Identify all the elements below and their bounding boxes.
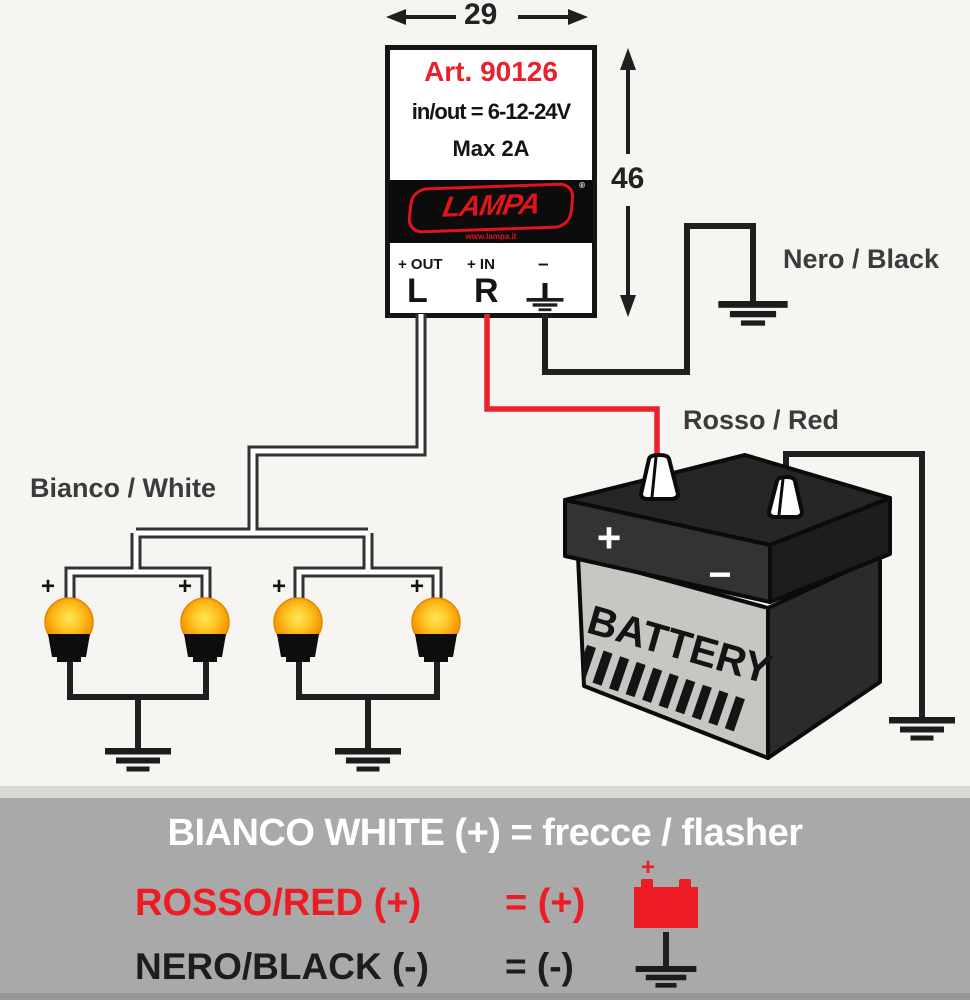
dimension-width-value: 29 (464, 0, 498, 31)
battery-body-front (576, 554, 770, 760)
terminal-detail (650, 456, 658, 498)
battery-illustration (563, 453, 892, 760)
ground-icon (889, 717, 955, 741)
bulb4-plus: + (410, 573, 425, 600)
bulb3-plus: + (272, 573, 287, 600)
battery-plus-symbol: + (597, 514, 622, 561)
legend-divider (0, 786, 970, 798)
terminal-letter-R: R (474, 272, 499, 310)
terminal-letter-L: L (407, 272, 428, 310)
dimension-height-value: 46 (611, 162, 645, 195)
red-wire-label: Rosso / Red (683, 405, 840, 435)
bulb-icon (44, 597, 94, 662)
legend-line-red: ROSSO/RED (+) (135, 882, 422, 924)
battery-lid-right (768, 496, 892, 604)
lampa-logo: LAMPA (406, 182, 576, 234)
registered-mark: ® (579, 181, 585, 190)
battery-lid-front (563, 498, 772, 604)
bulb2-plus: + (178, 573, 193, 600)
ground-icon (718, 301, 788, 326)
lampa-url: www.lampa.it (465, 232, 517, 241)
bulb-icon (180, 597, 230, 662)
battery-terminal-positive (639, 453, 680, 501)
ground-icon (335, 748, 401, 772)
legend-line-black: NERO/BLACK (-) (135, 946, 429, 987)
battery-stripes (578, 644, 745, 732)
terminal-detail (777, 478, 785, 516)
legend-line-white: BIANCO WHITE (+) = frecce / flasher (167, 812, 804, 854)
module-max-current: Max 2A (452, 136, 530, 161)
terminal-out-label: + OUT (398, 256, 443, 273)
terminal-minus-label: – (538, 254, 549, 275)
battery-body-right (766, 554, 882, 760)
module-voltage-spec: in/out = 6-12-24V (411, 99, 571, 124)
legend-panel: BIANCO WHITE (+) = frecce / flasher ROSS… (0, 798, 970, 1000)
battery-label: BATTERY (583, 596, 777, 692)
black-wire-label: Nero / Black (783, 244, 940, 274)
terminal-in-label: + IN (467, 256, 495, 273)
battery-terminal-negative (767, 475, 804, 519)
ground-icon (105, 748, 171, 772)
lampa-logo-text: LAMPA (440, 188, 543, 224)
legend-black-equals: = (-) (505, 946, 574, 987)
module-article-number: Art. 90126 (424, 56, 558, 87)
legend-battery-plus: + (641, 854, 656, 881)
flasher-bulbs (44, 597, 461, 662)
legend-red-equals: = (+) (505, 882, 586, 924)
battery-minus-symbol: − (708, 553, 731, 597)
bulb-icon (273, 597, 323, 662)
white-wire-core (67, 314, 440, 612)
bulb-icon (411, 597, 461, 662)
red-wire (484, 314, 660, 464)
white-wire-harness (64, 314, 443, 612)
brand-band: LAMPA www.lampa.it ® (389, 180, 593, 243)
white-wire-label: Bianco / White (30, 473, 217, 503)
bulb1-plus: + (41, 573, 56, 600)
battery-lid-top (563, 453, 892, 547)
relay-module-box: Art. 90126 in/out = 6-12-24V Max 2A LAMP… (385, 45, 597, 318)
legend-bottom-edge (0, 993, 970, 1000)
